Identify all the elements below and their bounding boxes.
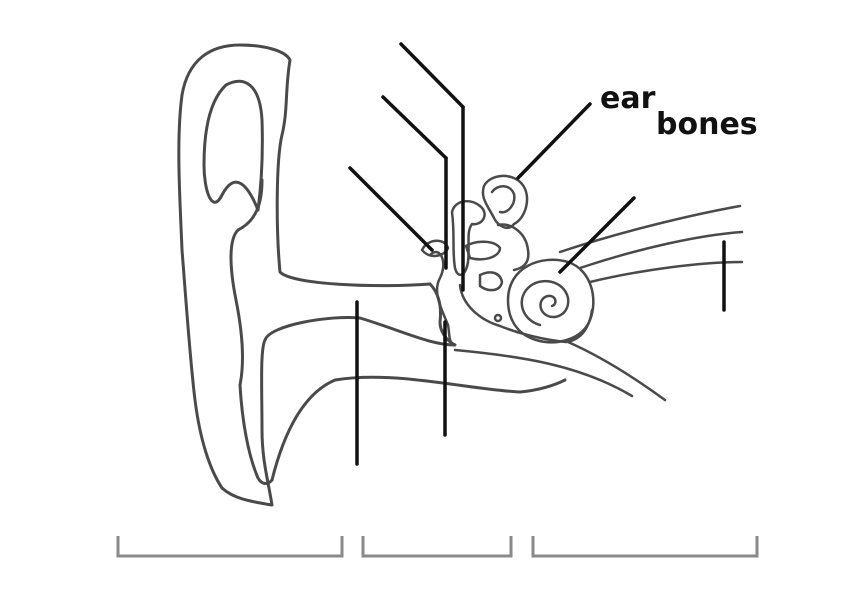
label-bones: bones <box>656 107 758 142</box>
bracket-middle-ear <box>361 536 513 558</box>
eardrum <box>428 250 457 347</box>
bracket-inner-ear <box>531 536 759 558</box>
round-window <box>493 313 503 323</box>
pointer-line-ear-bones <box>516 102 592 180</box>
cochlea-spiral <box>520 279 570 327</box>
pointer-line-3 <box>348 166 434 252</box>
cavity-outline <box>458 283 594 344</box>
pinna-outline <box>177 43 457 507</box>
outer-ear <box>177 43 567 507</box>
auditory-nerve-lower <box>588 260 744 284</box>
auditory-nerve-mid <box>578 230 744 270</box>
pointer-line-cochlea <box>558 196 636 274</box>
bracket-outer-ear <box>116 536 344 558</box>
incus-bone <box>481 174 529 229</box>
stapes-bone <box>464 240 502 261</box>
lobe-fold <box>238 383 274 485</box>
antihelix <box>229 178 264 387</box>
cochlea-outer <box>506 258 595 344</box>
eustachian-tube-upper <box>566 340 667 402</box>
malleus-bone <box>450 199 486 277</box>
pointer-lines <box>348 42 726 466</box>
vestibule <box>496 223 530 272</box>
pointer-line-2 <box>381 95 448 160</box>
middle-inner-ear <box>420 174 744 402</box>
stapes-footplate <box>478 271 504 292</box>
helix-inner-fold <box>202 79 264 212</box>
canal-lower-curve <box>270 375 567 482</box>
pointer-line-1 <box>399 42 465 109</box>
label-ear: ear <box>600 81 656 116</box>
section-brackets <box>116 536 759 558</box>
eustachian-tube-lower <box>453 348 634 398</box>
incus-inner <box>490 185 516 214</box>
auditory-nerve-upper <box>558 204 742 254</box>
tympanic-membrane-tab <box>420 239 450 258</box>
